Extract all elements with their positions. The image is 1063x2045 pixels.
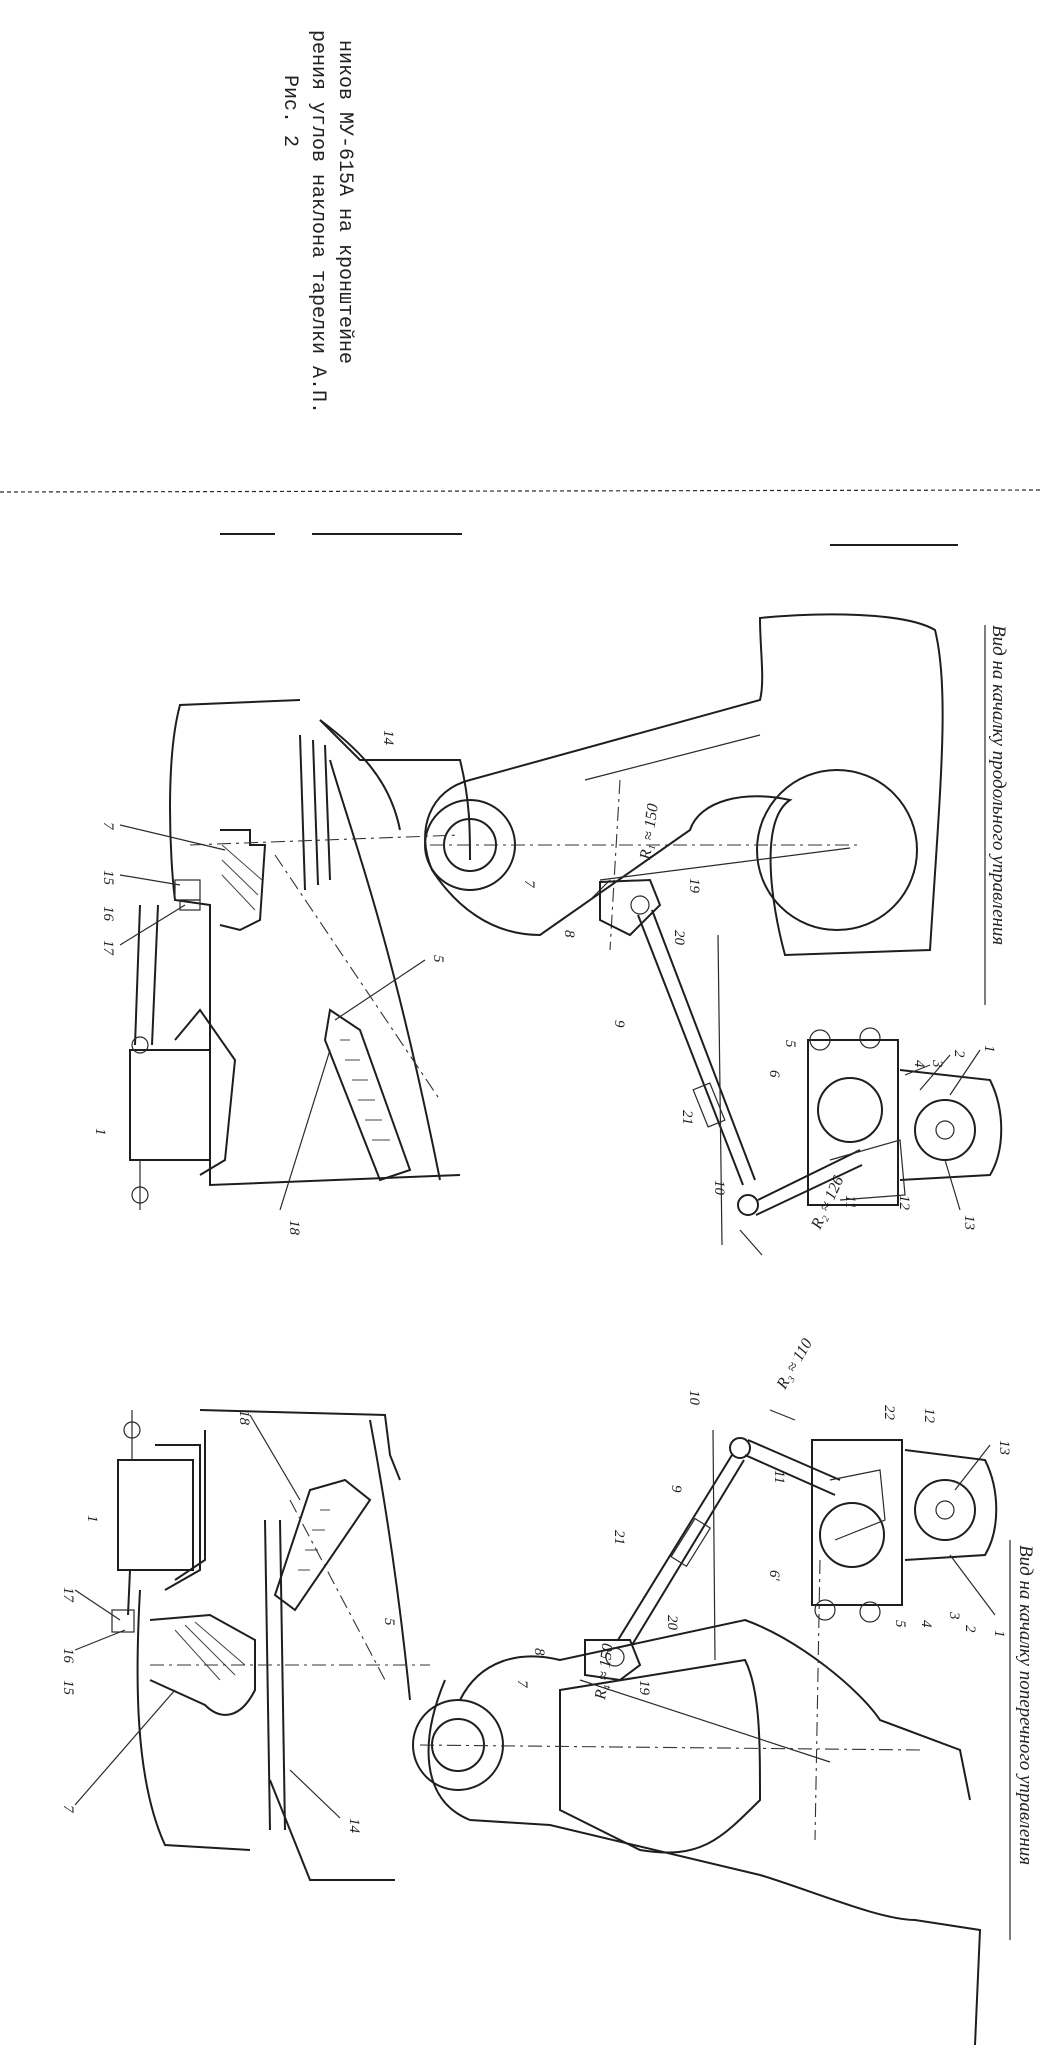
label-top-5: 5 (782, 1040, 798, 1048)
caption-line2: рения углов наклона тарелки А.П. (306, 30, 329, 414)
label-top-3: 3 (929, 1059, 945, 1068)
label-bottom-20: 20 (664, 1615, 680, 1631)
label-top-10: 10 (711, 1180, 727, 1196)
label-top-21: 21 (679, 1110, 695, 1125)
bottom-side-assembly (111, 1409, 430, 1881)
caption-block: ников МУ-615А на кронштейне рения углов … (278, 30, 356, 414)
label-top-2: 2 (951, 1050, 967, 1058)
label-bottom-11: 11 (771, 1470, 787, 1484)
leader-lines (74, 824, 996, 1819)
part-labels: 1 2 3 4 5 6 7 8 9 10 11 12 13 19 20 21 1… (60, 730, 1012, 1834)
label-top-7: 7 (521, 880, 537, 889)
label-bottomleft-18: 18 (236, 1410, 252, 1426)
label-top-12: 12 (896, 1195, 912, 1211)
dim-r3: R₃ ≈ 110 (773, 1336, 816, 1393)
bottom-view-title: Вид на качалку поперечного управления (1015, 1545, 1036, 1865)
label-top-4: 4 (911, 1060, 927, 1068)
label-topleft-7: 7 (100, 822, 116, 831)
label-bottom-7: 7 (514, 1680, 530, 1689)
label-top-20: 20 (671, 930, 687, 946)
dim-r2: R₂ ≈ 126 (808, 1174, 848, 1233)
label-bottom-9: 9 (668, 1485, 684, 1493)
label-topleft-15: 15 (100, 870, 116, 886)
label-topleft-18: 18 (286, 1220, 302, 1236)
label-bottom-2: 2 (962, 1625, 978, 1633)
label-bottomleft-16: 16 (60, 1648, 76, 1664)
label-bottomleft-1: 1 (84, 1515, 100, 1523)
label-top-6: 6 (766, 1070, 782, 1078)
label-top-9: 9 (611, 1020, 627, 1028)
label-bottom-19: 19 (636, 1680, 652, 1696)
label-topleft-16: 16 (100, 906, 116, 922)
label-bottom-10: 10 (686, 1390, 702, 1406)
label-bottom-3: 3 (946, 1611, 962, 1620)
label-bottomleft-7: 7 (60, 1805, 76, 1814)
figure-number: Рис. 2 (278, 75, 301, 147)
caption-line1: ников МУ-615А на кронштейне (333, 40, 356, 364)
label-topleft-17: 17 (100, 940, 116, 957)
label-top-19: 19 (686, 878, 702, 894)
top-view-title: Вид на качалку продольного управления (988, 625, 1009, 945)
label-top-8: 8 (561, 930, 577, 938)
top-rocker-assembly: R₁ ≈ 150 R₂ ≈ 126 (424, 613, 1003, 1256)
label-top-11: 11 (842, 1195, 858, 1209)
label-bottomleft-5: 5 (381, 1618, 397, 1626)
label-bottomleft-17: 17 (60, 1587, 76, 1604)
label-bottom-6b: 6' (766, 1570, 782, 1582)
label-bottom-4: 4 (918, 1620, 934, 1628)
label-bottom-5: 5 (892, 1620, 908, 1628)
label-top-13: 13 (961, 1215, 977, 1230)
label-bottomleft-14: 14 (346, 1818, 362, 1834)
separator-lines (0, 489, 1041, 546)
label-bottomleft-15: 15 (60, 1680, 76, 1696)
label-topleft-5: 5 (430, 955, 446, 963)
label-bottom-21: 21 (611, 1530, 627, 1545)
label-top-1: 1 (981, 1045, 997, 1053)
label-bottom-8: 8 (531, 1648, 547, 1656)
bottom-rocker-assembly: R₄ ≈ 150 R₃ ≈ 110 (412, 1336, 998, 2045)
label-bottom-13: 13 (996, 1440, 1012, 1455)
label-bottom-1: 1 (991, 1630, 1007, 1638)
label-bottom-22: 22 (881, 1405, 897, 1421)
top-side-assembly (129, 699, 471, 1210)
label-topleft-1: 1 (92, 1128, 108, 1136)
label-bottom-12: 12 (921, 1408, 937, 1424)
label-topleft-14: 14 (380, 730, 396, 746)
